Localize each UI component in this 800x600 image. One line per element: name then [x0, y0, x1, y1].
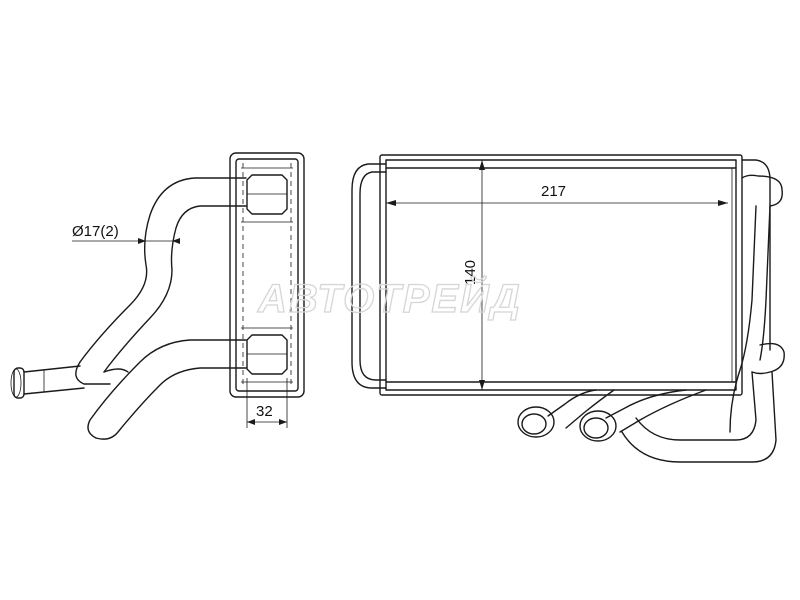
inlet-nozzle-flange [13, 367, 25, 399]
front-core-frame [385, 159, 737, 391]
side-tank-inner [235, 158, 299, 392]
upper-pipe-outer [79, 177, 247, 363]
thickness-label: 32 [256, 403, 273, 420]
outlet-pipe-b-bottom [619, 389, 707, 433]
height-arrow-bottom [479, 380, 485, 390]
outlet-end-right-inner [583, 417, 609, 439]
width-label: 217 [541, 183, 566, 200]
diameter-label: Ø17(2) [72, 223, 119, 240]
front-left-tank-inner [359, 171, 387, 381]
front-right-tank [741, 159, 771, 351]
thickness-arrow-right [279, 419, 287, 425]
outlet-end-left-inner [521, 413, 547, 435]
pipe-cross-b [103, 368, 129, 373]
side-tank-outer [229, 152, 305, 398]
right-pipe-return-inner [635, 371, 757, 441]
upper-pipe-inner [103, 205, 247, 373]
front-core-outer [379, 154, 743, 396]
height-label: 140 [462, 260, 479, 285]
lower-pipe-inner [95, 367, 247, 440]
outlet-end-right-outer [579, 410, 617, 442]
diameter-arrow-left [138, 238, 146, 244]
height-arrow-top [479, 160, 485, 170]
watermark-text: АВТОТРЕЙД [257, 274, 522, 321]
outlet-end-left-outer [517, 406, 555, 438]
pipe-cross-a [75, 361, 111, 385]
inlet-nozzle-opening [10, 368, 22, 398]
right-pipe-top-bend [741, 174, 783, 207]
outlet-pipe-b-top [605, 389, 687, 419]
upper-port-block [246, 174, 288, 215]
diameter-arrow-right [172, 238, 180, 244]
outlet-pipe-a-top [547, 389, 597, 417]
width-arrow-left [386, 200, 396, 206]
width-arrow-right [718, 200, 728, 206]
lower-pipe-outer [87, 339, 247, 439]
right-pipe-return-outer [621, 371, 777, 463]
inlet-nozzle-body [23, 365, 85, 395]
front-view: 217 140 [351, 154, 785, 463]
right-pipe-vertical [729, 205, 771, 433]
side-view: Ø17(2) 32 [10, 152, 305, 440]
right-pipe-lower-bend [751, 342, 785, 375]
front-left-tank-outer [351, 163, 387, 389]
lower-port-block [246, 334, 288, 375]
thickness-arrow-left [247, 419, 255, 425]
outlet-pipe-a-bottom [565, 389, 615, 429]
